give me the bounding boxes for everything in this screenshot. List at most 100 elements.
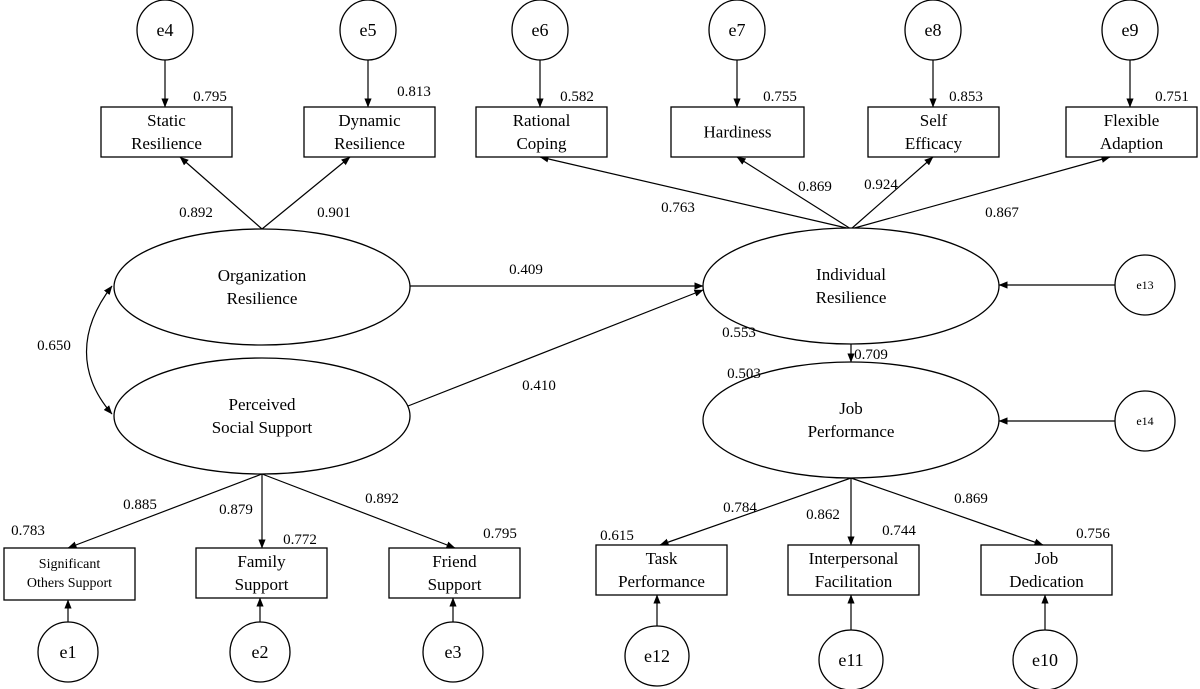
error-circle — [339, 0, 397, 61]
node-e10: e10 — [1012, 629, 1078, 689]
node-label: Rational — [513, 111, 571, 130]
node-label: e6 — [532, 20, 549, 40]
coefficient-load-rational: 0.763 — [661, 200, 695, 216]
coefficient-r2-dynamic: 0.813 — [397, 84, 431, 100]
node-label: Support — [235, 575, 289, 594]
coefficient-r2-task: 0.615 — [600, 528, 634, 544]
node-label: Performance — [808, 422, 895, 441]
coefficient-path-pss-ind: 0.410 — [522, 378, 556, 394]
coefficient-path-ind-job: 0.709 — [854, 347, 888, 363]
coefficient-load-hardiness: 0.869 — [798, 179, 832, 195]
node-e2: e2 — [229, 621, 291, 683]
error-circle — [1114, 254, 1176, 316]
node-e5: e5 — [339, 0, 397, 61]
node-label: e11 — [838, 650, 863, 670]
node-label: Perceived — [228, 395, 296, 414]
coefficient-r2-self: 0.853 — [949, 89, 983, 105]
node-label: e14 — [1136, 414, 1153, 428]
indicator-box — [195, 547, 328, 599]
node-label: Interpersonal — [809, 549, 899, 568]
arrow-pss-friend — [261, 473, 456, 549]
arrow-ind-flexible — [850, 155, 1111, 230]
node-e14: e14 — [1114, 390, 1176, 452]
node-label: Family — [237, 552, 286, 571]
node-label: e9 — [1122, 20, 1139, 40]
node-e8: e8 — [904, 0, 962, 61]
coefficient-r2-hardiness: 0.755 — [763, 89, 797, 105]
coefficient-load-dynamic: 0.901 — [317, 205, 351, 221]
error-circle — [511, 0, 569, 61]
error-circle — [1012, 629, 1078, 689]
node-label: Efficacy — [905, 134, 963, 153]
coefficient-r2-flexible: 0.751 — [1155, 89, 1189, 105]
node-e12: e12 — [624, 625, 690, 687]
error-circle — [624, 625, 690, 687]
coefficient-corr-org-pss: 0.650 — [37, 338, 71, 354]
coefficient-r2-family: 0.772 — [283, 532, 317, 548]
node-label: Support — [428, 575, 482, 594]
node-label: Organization — [218, 266, 307, 285]
node-e1: e1 — [37, 621, 99, 683]
latent-ellipse — [113, 357, 411, 475]
node-label: Job — [1035, 549, 1059, 568]
arrow-job-dedication — [850, 477, 1044, 546]
node-label: e12 — [644, 646, 670, 666]
node-e3: e3 — [422, 621, 484, 683]
node-label: Social Support — [212, 418, 313, 437]
node-e6: e6 — [511, 0, 569, 61]
error-circle — [1101, 0, 1159, 61]
node-label: e10 — [1032, 650, 1058, 670]
arrow-ind-self — [850, 156, 934, 230]
node-label: Resilience — [227, 289, 298, 308]
indicator-box — [867, 106, 1000, 158]
coefficient-r2-jobperf: 0.503 — [727, 366, 761, 382]
indicator-box — [303, 106, 436, 158]
node-label: Resilience — [334, 134, 405, 153]
coefficient-load-flexible: 0.867 — [985, 205, 1019, 221]
latent-ellipse — [702, 227, 1000, 345]
node-label: e1 — [60, 642, 77, 662]
node-label: Dynamic — [338, 111, 401, 130]
node-e7: e7 — [708, 0, 766, 61]
node-label: Significant — [39, 557, 101, 572]
node-label: Static — [147, 111, 186, 130]
indicator-box — [388, 547, 521, 599]
node-label: Flexible — [1104, 111, 1160, 130]
arrow-job-task — [659, 477, 852, 546]
node-label: Adaption — [1100, 134, 1164, 153]
node-label: Job — [839, 399, 863, 418]
error-circle — [818, 629, 884, 689]
coefficient-load-interpersonal: 0.862 — [806, 507, 840, 523]
node-label: e4 — [157, 20, 174, 40]
node-label: Friend — [432, 552, 477, 571]
indicator-box — [3, 547, 136, 601]
coefficient-r2-static: 0.795 — [193, 89, 227, 105]
node-label: Resilience — [816, 288, 887, 307]
node-label: Resilience — [131, 134, 202, 153]
coefficient-path-org-ind: 0.409 — [509, 262, 543, 278]
arrow-org-static — [179, 156, 263, 230]
node-label: e13 — [1136, 278, 1153, 292]
node-e9: e9 — [1101, 0, 1159, 61]
coefficient-r2-dedication: 0.756 — [1076, 526, 1110, 542]
error-circle — [136, 0, 194, 61]
coefficient-load-friend: 0.892 — [365, 491, 399, 507]
node-e11: e11 — [818, 629, 884, 689]
coefficient-load-dedication: 0.869 — [954, 491, 988, 507]
arrow-ind-hardiness — [736, 156, 852, 230]
node-label: Dedication — [1009, 572, 1084, 591]
node-label: Individual — [816, 265, 886, 284]
node-label: e3 — [445, 642, 462, 662]
